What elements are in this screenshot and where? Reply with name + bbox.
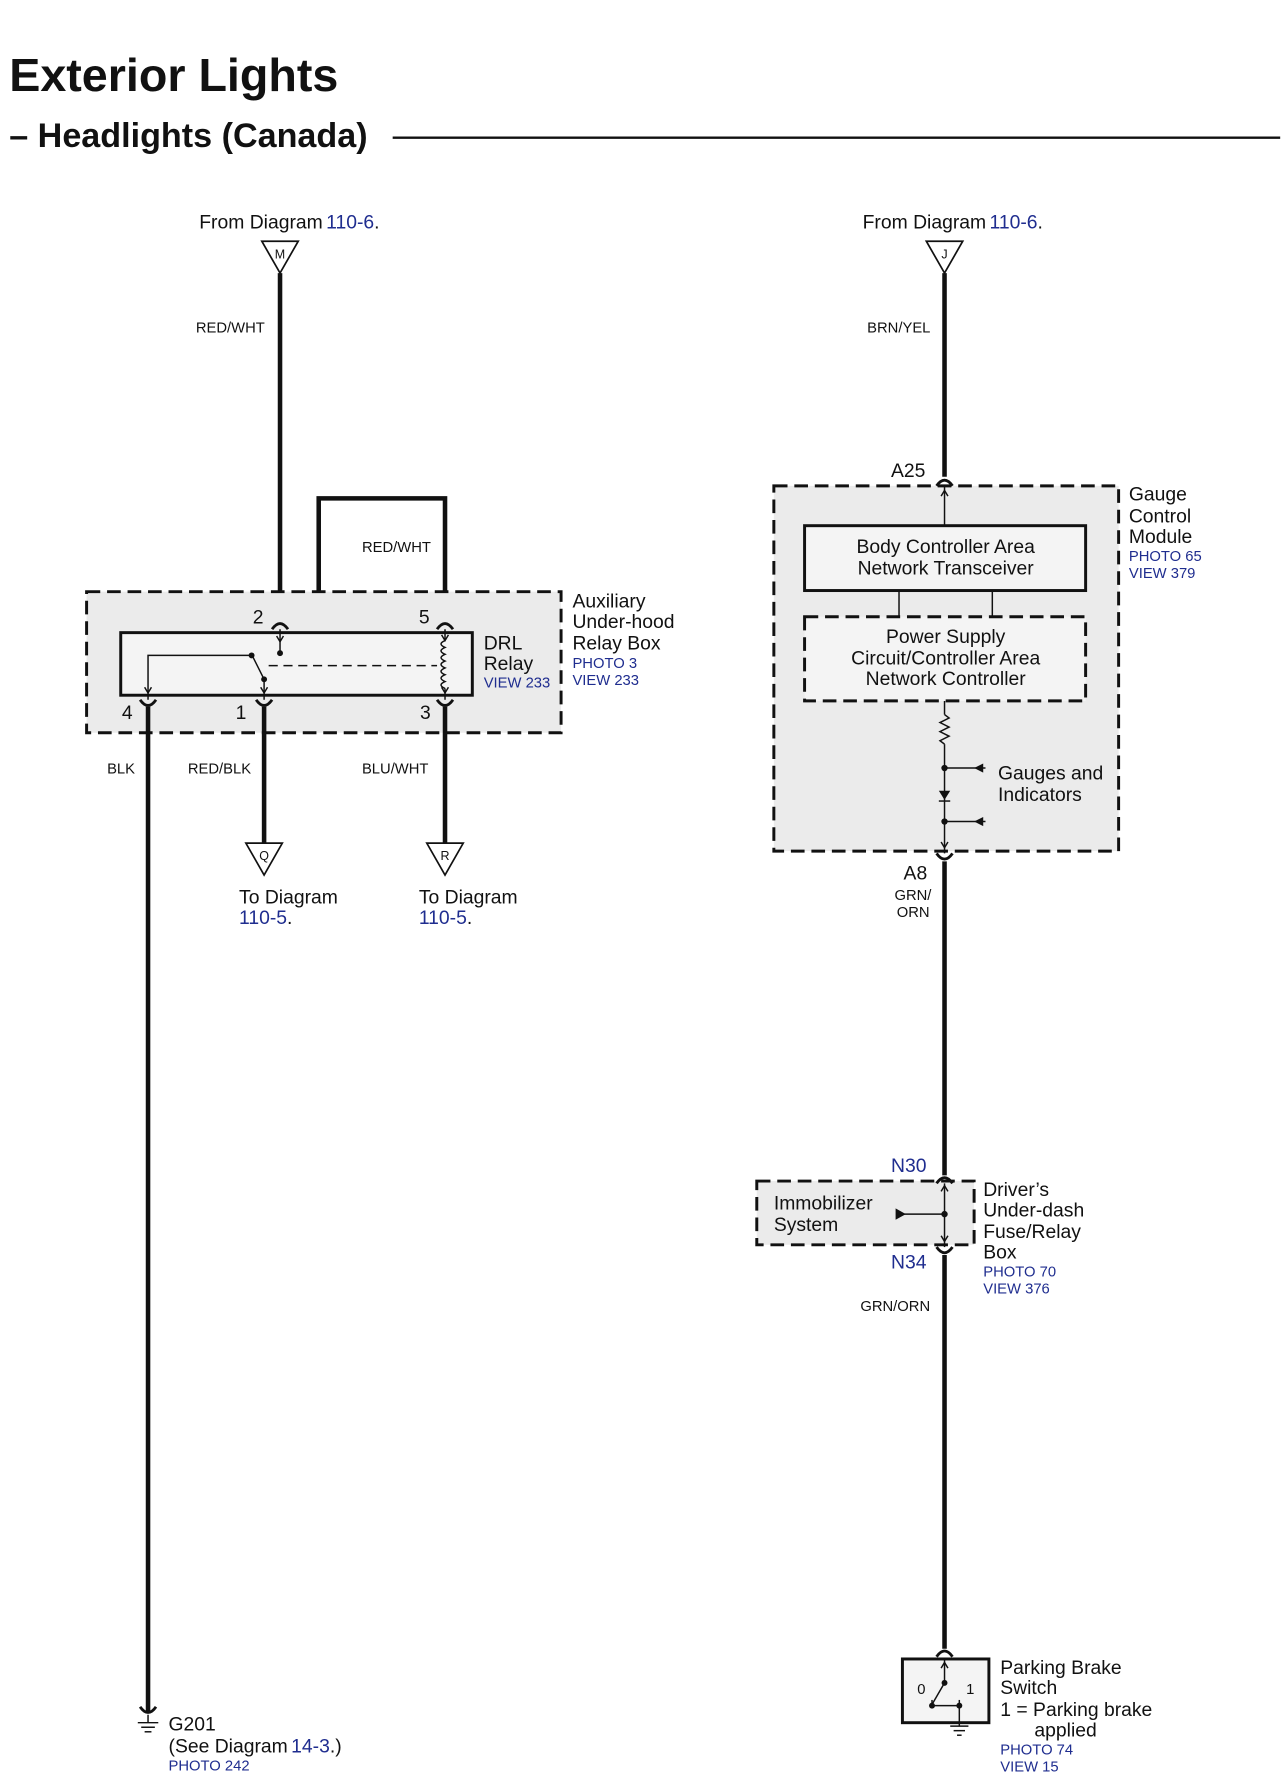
connector-m xyxy=(260,240,300,275)
wire-label-grn-orn-1a: GRN/ xyxy=(894,888,932,904)
ground-name: G201 xyxy=(169,1714,216,1736)
pin-3-terminal xyxy=(435,698,455,707)
pin-a8-label: A8 xyxy=(904,863,928,885)
gauge-module-name-line-2: Control xyxy=(1129,505,1191,527)
parking-brake-terminal xyxy=(935,1649,954,1658)
relay-box-name-line-2: Under-hood xyxy=(572,611,674,633)
relay-box-name-line-3: Relay Box xyxy=(572,633,660,655)
pin-1-terminal xyxy=(254,698,274,707)
immobilizer-line-1: Immobilizer xyxy=(774,1193,873,1215)
drl-relay xyxy=(119,631,474,697)
left-from-diagram-ref: 110-6 xyxy=(326,212,374,234)
power-supply-controller-box xyxy=(803,615,1088,703)
parking-brake-note-line-2: applied xyxy=(1034,1719,1096,1741)
fuse-box-photo-ref: PHOTO 70 xyxy=(983,1265,1056,1281)
to-diagram-r-ref: 110-5. xyxy=(419,907,472,929)
drl-relay-name-line-1: DRL xyxy=(484,633,523,655)
parking-brake-note-line-1: 1 = Parking brake xyxy=(1000,1699,1152,1721)
pin-a25-label: A25 xyxy=(891,460,925,482)
parking-brake-name-line-1: Parking Brake xyxy=(1000,1657,1121,1679)
pin-4-terminal xyxy=(138,698,158,707)
pin-n34-terminal xyxy=(935,1246,954,1255)
gauge-module-photo-ref: PHOTO 65 xyxy=(1129,549,1202,565)
parking-brake-internals xyxy=(929,1658,963,1709)
pin-5-label: 5 xyxy=(419,607,430,629)
right-from-diagram-ref: 110-6 xyxy=(990,212,1038,234)
fuse-box-name-line-4: Box xyxy=(983,1241,1017,1263)
immobilizer-box xyxy=(755,1179,976,1247)
can-transceiver-line-1: Body Controller Area xyxy=(856,536,1035,558)
gauge-module-name-line-3: Module xyxy=(1129,526,1192,548)
gauges-label-line-1: Gauges and xyxy=(998,762,1103,784)
gauge-module-internals xyxy=(898,485,994,854)
to-diagram-r: To Diagram xyxy=(419,886,518,908)
parking-brake-pos-1: 1 xyxy=(966,1682,974,1698)
connector-r-label: R xyxy=(440,849,449,863)
pin-2-label: 2 xyxy=(253,607,264,629)
fuse-box-name-line-1: Driver’s xyxy=(983,1179,1049,1201)
can-transceiver-line-2: Network Transceiver xyxy=(858,558,1035,580)
relay-box-photo-ref: PHOTO 3 xyxy=(572,656,637,672)
drl-relay-view-ref: VIEW 233 xyxy=(484,675,551,691)
to-diagram-q-ref: 110-5. xyxy=(239,907,292,929)
relay-internals xyxy=(143,629,450,700)
immobilizer-line-2: System xyxy=(774,1214,838,1236)
connector-j xyxy=(924,240,965,275)
connector-j-label: J xyxy=(941,247,947,261)
power-supply-line-3: Network Controller xyxy=(866,668,1027,690)
power-supply-line-1: Power Supply xyxy=(886,626,1006,648)
page-title: Exterior Lights xyxy=(9,49,338,101)
wire-label-red-wht-loop: RED/WHT xyxy=(362,540,431,556)
parking-brake-photo-ref: PHOTO 74 xyxy=(1000,1743,1073,1759)
pin-n34-label: N34 xyxy=(891,1252,927,1274)
wire-label-grn-orn-1b: ORN xyxy=(897,905,930,921)
immobilizer-internals xyxy=(895,1183,949,1248)
drl-relay-name-line-2: Relay xyxy=(484,653,534,675)
parking-brake-ground-icon xyxy=(950,1705,969,1736)
pin-1-label: 1 xyxy=(236,702,247,724)
gauge-module-name-line-1: Gauge xyxy=(1129,484,1187,506)
parking-brake-view-ref: VIEW 15 xyxy=(1000,1760,1058,1776)
parking-brake-name-line-2: Switch xyxy=(1000,1677,1057,1699)
pin-4-label: 4 xyxy=(122,702,133,724)
page-subtitle: – Headlights (Canada) xyxy=(9,117,367,155)
relay-box-name-line-1: Auxiliary xyxy=(572,591,645,613)
wire-label-blk: BLK xyxy=(107,762,135,778)
wire-label-red-blk: RED/BLK xyxy=(188,762,251,778)
ground-photo-ref: PHOTO 242 xyxy=(169,1758,250,1774)
wire-label-grn-orn-2: GRN/ORN xyxy=(860,1299,930,1315)
wire-label-brn-yel: BRN/YEL xyxy=(867,320,930,336)
wire-label-red-wht-in: RED/WHT xyxy=(196,320,265,336)
relay-box-view-ref: VIEW 233 xyxy=(572,673,639,689)
fuse-box-name-line-2: Under-dash xyxy=(983,1199,1084,1221)
fuse-box-view-ref: VIEW 376 xyxy=(983,1282,1050,1298)
parking-brake-switch xyxy=(900,1657,991,1725)
can-transceiver-box xyxy=(803,524,1088,593)
pin-n30-terminal xyxy=(935,1176,954,1185)
fuse-box-name-line-3: Fuse/Relay xyxy=(983,1221,1081,1243)
pin-a8-terminal xyxy=(935,852,954,861)
pin-5-terminal xyxy=(435,622,455,631)
parking-brake-pos-0: 0 xyxy=(917,1682,925,1698)
pin-a25-terminal xyxy=(935,478,954,487)
wire-label-blu-wht: BLU/WHT xyxy=(362,762,429,778)
connector-m-label: M xyxy=(275,247,285,261)
gauges-label-line-2: Indicators xyxy=(998,784,1082,806)
connector-q xyxy=(244,842,284,877)
pin-2-terminal xyxy=(270,622,290,631)
pin-n30-label: N30 xyxy=(891,1155,926,1177)
connector-q-label: Q xyxy=(259,849,269,863)
to-diagram-q: To Diagram xyxy=(239,886,338,908)
power-supply-line-2: Circuit/Controller Area xyxy=(851,648,1040,670)
pin-3-label: 3 xyxy=(420,702,431,724)
ground-g201-icon xyxy=(137,1705,159,1733)
gauge-module-view-ref: VIEW 379 xyxy=(1129,566,1196,582)
connector-r xyxy=(425,842,465,877)
